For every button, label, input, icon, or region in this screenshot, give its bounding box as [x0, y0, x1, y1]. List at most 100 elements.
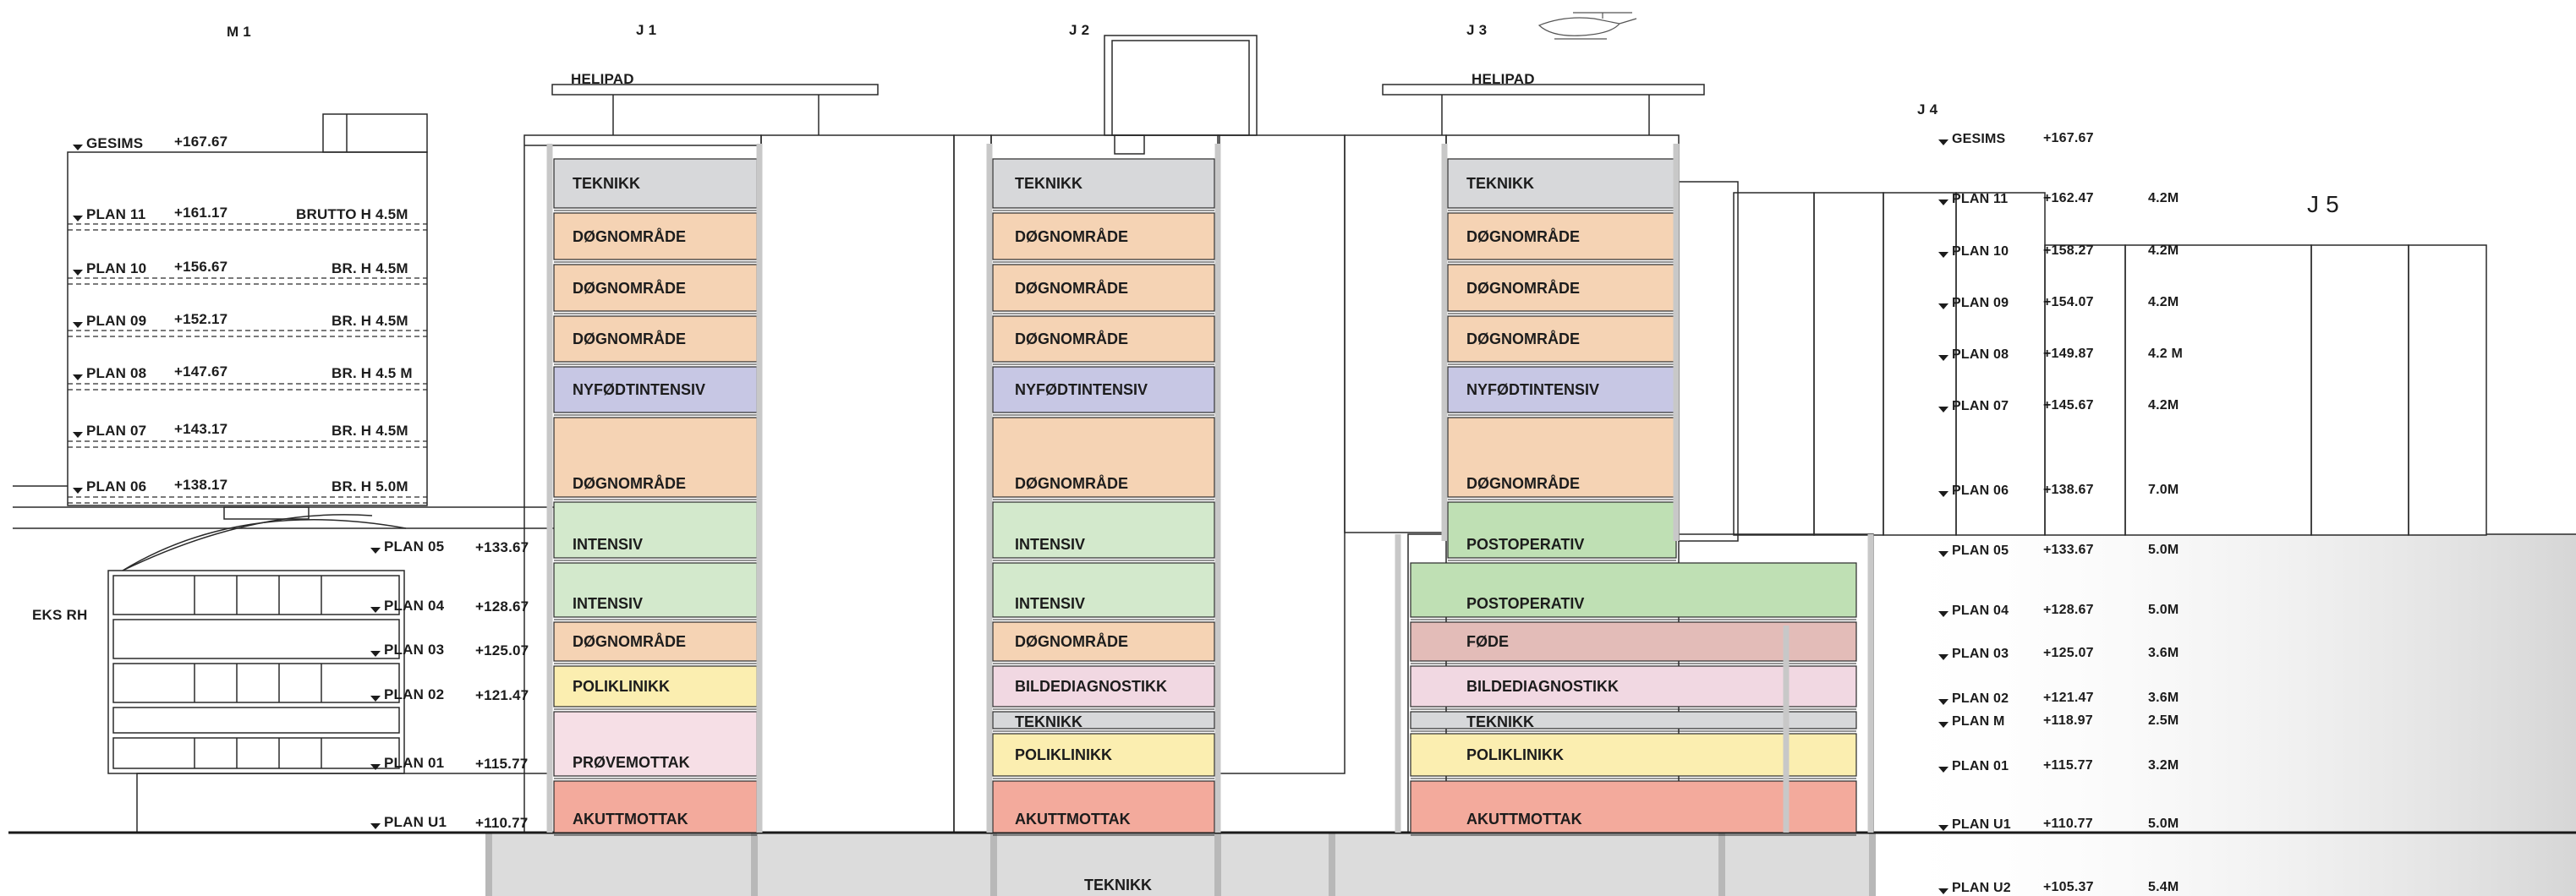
j2-room-label: DØGNOMRÅDE: [1015, 475, 1128, 492]
m1-level-elev: +152.17: [174, 311, 228, 327]
right-level-elev: +149.87: [2043, 347, 2094, 361]
m1-level-elev: +156.67: [174, 259, 228, 275]
mid-level-elev: +115.77: [475, 756, 529, 772]
j2-floor-band: [992, 264, 1215, 312]
right-level-elev: +145.67: [2043, 398, 2094, 412]
j2-room-label: NYFØDTINTENSIV: [1015, 381, 1148, 398]
right-level-height: 5.0M: [2148, 817, 2179, 831]
j3-floor-band: [1447, 264, 1675, 312]
j1-room-label: POLIKLINIKK: [573, 678, 670, 695]
j3-room-label: DØGNOMRÅDE: [1466, 475, 1580, 492]
mid-level-elev: +125.07: [475, 642, 529, 658]
j1-floor-band: [553, 621, 758, 662]
m1-level-name: PLAN 10: [73, 260, 146, 277]
right-level-name: PLAN 07: [1938, 399, 2009, 414]
mid-level-name: PLAN U1: [370, 814, 447, 831]
right-level-height: 3.2M: [2148, 758, 2179, 773]
j3-floor-band: [1447, 501, 1677, 559]
j2-room-label: DØGNOMRÅDE: [1015, 279, 1128, 297]
m1-level-height: BR. H 4.5M: [332, 260, 408, 276]
j3-room-label: TEKNIKK: [1466, 175, 1534, 192]
right-level-name: PLAN M: [1938, 714, 2005, 729]
right-level-elev: +125.07: [2043, 646, 2094, 660]
j2-floor-band: [992, 733, 1215, 777]
right-level-elev: +105.37: [2043, 880, 2094, 894]
right-level-name: PLAN 08: [1938, 347, 2009, 363]
j2-room-label: DØGNOMRÅDE: [1015, 633, 1128, 650]
j2-room-label: INTENSIV: [1015, 536, 1086, 553]
j3-floor-band: [1447, 212, 1675, 260]
j3-room-label: TEKNIKK: [1466, 713, 1534, 730]
right-level-elev: +138.67: [2043, 483, 2094, 497]
helicopter-icon: [1537, 12, 1637, 40]
j1-room-label: DØGNOMRÅDE: [573, 227, 686, 245]
j3-room-label: DØGNOMRÅDE: [1466, 227, 1580, 245]
j1-room-label: DØGNOMRÅDE: [573, 279, 686, 297]
right-level-height: 3.6M: [2148, 691, 2179, 705]
right-level-elev: +121.47: [2043, 691, 2094, 705]
j2-floor-band: [992, 315, 1215, 363]
m1-level-name: GESIMS: [73, 135, 143, 152]
j1-room-label: TEKNIKK: [573, 175, 640, 192]
mid-level-elev: +128.67: [475, 598, 529, 615]
j1-room-label: INTENSIV: [573, 595, 644, 612]
structural-walls: [546, 144, 1874, 833]
mid-level-name: PLAN 02: [370, 686, 444, 703]
right-level-name: PLAN 09: [1938, 296, 2009, 311]
j2-floor-band: [992, 711, 1215, 729]
j3-room-label: BILDEDIAGNOSTIKK: [1466, 678, 1619, 695]
j1-floor-band: [553, 417, 758, 498]
j3-floor-band: [1410, 665, 1857, 708]
building-label-j1: J 1: [636, 22, 657, 38]
j1-room-label: PRØVEMOTTAK: [573, 754, 690, 771]
building-label-eks-rh: EKS RH: [32, 607, 88, 623]
j3-room-label: POSTOPERATIV: [1466, 536, 1585, 553]
right-level-height: 4.2M: [2148, 295, 2179, 309]
m1-level-name: PLAN 09: [73, 313, 146, 330]
right-level-height: 4.2M: [2148, 398, 2179, 412]
j1-floor-band: [553, 665, 758, 708]
j2-room-label: INTENSIV: [1015, 595, 1086, 612]
right-level-name: PLAN U2: [1938, 881, 2011, 896]
right-level-name: PLAN 06: [1938, 484, 2009, 499]
j3-floor-band: [1410, 621, 1857, 662]
right-level-elev: +133.67: [2043, 543, 2094, 557]
right-level-elev: +110.77: [2043, 817, 2093, 831]
j3-floor-band: [1447, 366, 1675, 413]
mid-level-elev: +133.67: [475, 539, 529, 555]
right-level-elev: +118.97: [2043, 713, 2093, 728]
j1-floor-band: [553, 501, 758, 559]
j2-room-label: POLIKLINIKK: [1015, 746, 1112, 763]
right-level-name: PLAN 10: [1938, 244, 2009, 260]
right-level-name: PLAN 03: [1938, 647, 2009, 662]
j3-floor-band: [1447, 315, 1675, 363]
right-level-elev: +162.47: [2043, 191, 2094, 205]
right-level-height: 5.0M: [2148, 603, 2179, 617]
right-level-height: 7.0M: [2148, 483, 2179, 497]
right-level-name: PLAN 04: [1938, 604, 2009, 619]
j2-room-label: DØGNOMRÅDE: [1015, 331, 1128, 347]
j3-room-label: DØGNOMRÅDE: [1466, 331, 1580, 347]
right-level-elev: +167.67: [2043, 131, 2094, 145]
right-level-height: 2.5M: [2148, 713, 2179, 728]
m1-building: [67, 113, 428, 506]
mid-level-name: PLAN 03: [370, 642, 444, 658]
m1-level-elev: +167.67: [174, 134, 228, 150]
helipad-label-2: HELIPAD: [1472, 71, 1535, 87]
j1-floor-band: [553, 315, 758, 363]
right-level-elev: +158.27: [2043, 243, 2094, 258]
j3-room-label: AKUTTMOTTAK: [1466, 811, 1582, 828]
helipad-label-1: HELIPAD: [571, 71, 634, 87]
right-level-name: PLAN 05: [1938, 544, 2009, 559]
m1-level-name: PLAN 11: [73, 206, 145, 223]
building-label-j4: J 4: [1917, 101, 1938, 117]
right-level-height: 3.6M: [2148, 646, 2179, 660]
j3-room-label: FØDE: [1466, 633, 1510, 650]
mid-level-elev: +121.47: [475, 687, 529, 703]
m1-floor-dashes: [68, 223, 427, 504]
basement-zone: [489, 833, 1876, 896]
j2-floor-band: [992, 780, 1215, 833]
mid-level-name: PLAN 05: [370, 538, 444, 555]
right-level-height: 5.4M: [2148, 880, 2179, 894]
